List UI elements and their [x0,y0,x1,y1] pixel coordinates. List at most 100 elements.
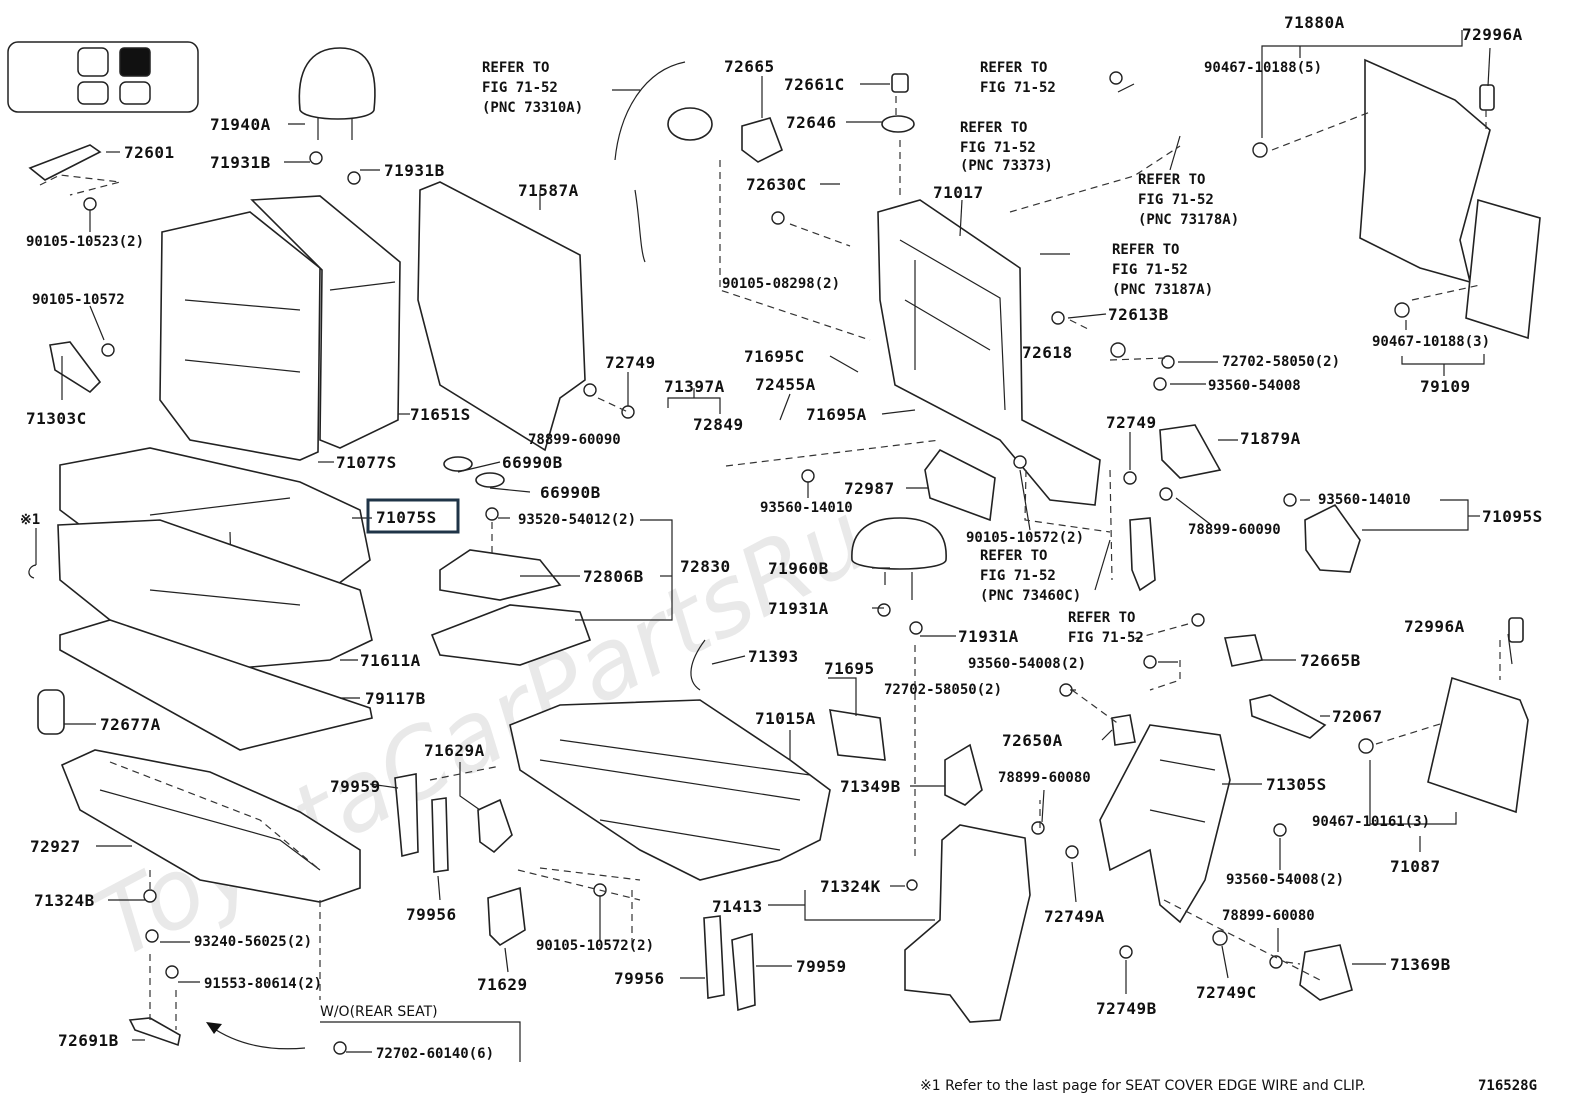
label-72749A: 72749A [1044,907,1105,926]
label-71305S: 71305S [1266,775,1327,794]
label-72927: 72927 [30,837,81,856]
label-72996A-bottom: 72996A [1404,617,1465,636]
label-91553-80614: 91553-80614(2) [204,976,322,992]
label-90105-10572-c: 90105-10572(2) [966,530,1084,546]
refer-5-line1: REFER TO [1112,242,1179,258]
label-72702-58050-b: 72702-58050(2) [884,682,1002,698]
label-72677A: 72677A [100,715,161,734]
clip-72677A [37,689,65,735]
label-72702-60140: 72702-60140(6) [376,1046,494,1062]
highlight-71075S [366,498,460,534]
label-78899-60090-b: 78899-60090 [1188,522,1281,538]
label-72665B: 72665B [1300,651,1361,670]
seat-belt-assembly [614,61,713,263]
label-71413: 71413 [712,897,763,916]
label-90467-10161: 90467-10161(3) [1312,814,1430,830]
label-72661C: 72661C [784,75,845,94]
part-labels: 71940A 72601 71931B 71931B 90105-10523(2… [20,13,1543,1094]
cover-71879A [1159,424,1222,479]
label-72849: 72849 [693,415,744,434]
label-79959-a: 79959 [330,777,381,796]
label-71695A: 71695A [806,405,867,424]
label-72749-b: 72749 [1106,413,1157,432]
label-93560-54008-a: 93560-54008 [1208,378,1301,394]
label-72613B: 72613B [1108,305,1169,324]
refer-4-line2: FIG 71-52 [1138,192,1214,208]
refer-4-line3: (PNC 73178A) [1138,212,1239,228]
label-71651S: 71651S [410,405,471,424]
refer-6-line1: REFER TO [980,548,1047,564]
cup-holder-66990B [443,456,505,488]
trim-72665 [741,117,784,163]
buckle-73460C [1129,517,1156,592]
refer-2-line1: REFER TO [980,60,1047,76]
cover-72987 [924,448,996,522]
label-72691B: 72691B [58,1031,119,1050]
headrest-71960B [851,517,947,600]
cap-72661C [891,73,909,93]
label-71695: 71695 [824,659,875,678]
back-board-71880A [1359,58,1491,284]
trim-72665B [1223,634,1264,667]
armrest-72806B [430,549,592,666]
refer-3-line1: REFER TO [960,120,1027,136]
label-72067: 72067 [1332,707,1383,726]
label-71015A: 71015A [755,709,816,728]
board-79109 [1465,198,1541,340]
refer-3-line2: FIG 71-52 [960,140,1036,156]
headrest-71940A [298,47,376,140]
label-71629: 71629 [477,975,528,994]
refer-6-line2: FIG 71-52 [980,568,1056,584]
label-71611A: 71611A [360,651,421,670]
label-71931B-right: 71931B [384,161,445,180]
wire-71393 [690,639,706,691]
label-72630C: 72630C [746,175,807,194]
refer-6-line3: (PNC 73460C) [980,588,1081,604]
label-90105-10572-a: 90105-10572 [32,292,125,308]
legend-mark-clip [28,528,37,579]
cover-71629 [487,886,526,947]
guide-72646 [881,115,915,133]
cover-71629A [477,798,513,854]
label-90105-08298: 90105-08298(2) [722,276,840,292]
label-72996A-top: 72996A [1462,25,1523,44]
label-72665: 72665 [724,57,775,76]
label-71349B: 71349B [840,777,901,796]
seatback-frame-71017 [877,199,1101,506]
label-72702-58050-a: 72702-58050(2) [1222,354,1340,370]
bracket-72691B [128,1017,181,1047]
refer-1-line3: (PNC 73310A) [482,100,583,116]
refer-5-line3: (PNC 73187A) [1112,282,1213,298]
label-72650A: 72650A [1002,731,1063,750]
label-79959-b: 79959 [796,957,847,976]
label-71017: 71017 [933,183,984,202]
label-79956-a: 79956 [406,905,457,924]
console-71413 [904,824,1031,1023]
bracket-71695 [829,709,886,761]
refer-7-line2: FIG 71-52 [1068,630,1144,646]
cover-79956 [431,797,725,999]
label-90105-10572-b: 90105-10572(2) [536,938,654,954]
label-71397A: 71397A [664,377,725,396]
label-72987: 72987 [844,479,895,498]
refer-1-line2: FIG 71-52 [482,80,558,96]
refer-2-line2: FIG 71-52 [980,80,1056,96]
label-93560-54008-b: 93560-54008(2) [968,656,1086,672]
seat-frame-71305S [1099,724,1231,924]
label-90467-10188-3: 90467-10188(3) [1372,334,1490,350]
label-93520-54012: 93520-54012(2) [518,512,636,528]
cover-79959 [394,773,756,1012]
label-72601: 72601 [124,143,175,162]
cover-71349B [944,743,983,806]
label-72830: 72830 [680,557,731,576]
label-93240-56025: 93240-56025(2) [194,934,312,950]
label-71879A: 71879A [1240,429,1301,448]
seatback-71077S [159,211,321,461]
label-71587A: 71587A [518,181,579,200]
mat-79117B [59,619,373,751]
label-71095S: 71095S [1482,507,1543,526]
refer-1-line1: REFER TO [482,60,549,76]
seat-cushion-frame-71015A [509,699,831,881]
label-71075S: 71075S [376,508,437,527]
label-71940A: 71940A [210,115,271,134]
